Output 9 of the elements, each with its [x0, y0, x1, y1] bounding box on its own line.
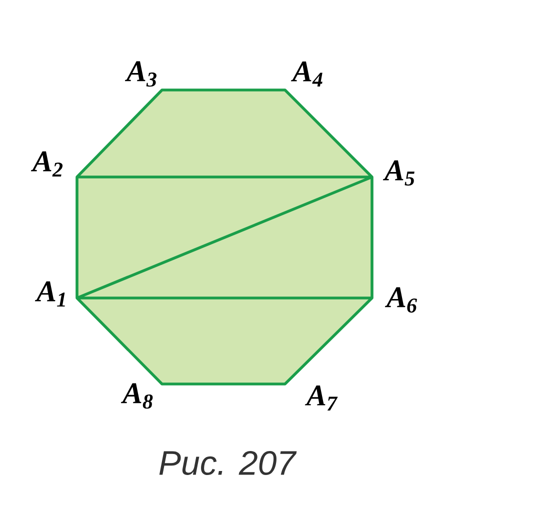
vertex-label: A$_{8}$ [120, 383, 153, 409]
vertex-label: A$_{1}$ [34, 281, 65, 307]
vertex-label: A$_{3}$ [124, 61, 156, 87]
vertex-label: A$_{4}$ [290, 61, 322, 87]
caption: Рис. 207 [159, 450, 297, 476]
vertex-label: A$_{2}$ [30, 151, 63, 177]
vertex-label: A$_{6}$ [384, 287, 418, 313]
vertex-label: A$_{7}$ [304, 386, 338, 410]
vertex-label: A$_{5}$ [382, 160, 414, 186]
